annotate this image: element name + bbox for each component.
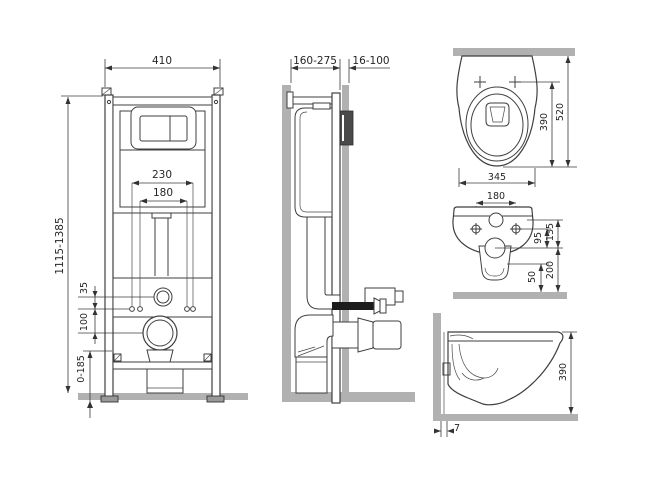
wall: [453, 48, 575, 56]
drain-elbow-side: [294, 314, 334, 358]
dim-label-wall: 16-100: [352, 55, 389, 67]
dim-35-100: 35 100: [78, 282, 154, 344]
mount-detail: [442, 362, 451, 376]
drain-outlet-circle: [142, 315, 178, 351]
dim-label-230: 230: [152, 169, 172, 181]
dim-height-range: 1115-1385: [54, 95, 103, 393]
flush-plate: [130, 106, 197, 150]
drain-connector-pipe: [331, 321, 359, 349]
drain-connector-sleeve: [372, 320, 402, 350]
cistern-side: [294, 107, 333, 218]
dim-label-bowl-depth: 390: [539, 113, 550, 131]
foot-plate-right: [206, 395, 225, 403]
lower-housing-side: [295, 356, 328, 394]
frame-rail-right: [211, 94, 221, 399]
mounting-holes: [470, 223, 522, 235]
rear-wall: [282, 85, 291, 402]
fixing-cap: [394, 290, 404, 303]
threaded-rods: [131, 183, 194, 306]
dim-bowl-390: 390: [521, 81, 560, 167]
mounting-bolt-crosses: [474, 76, 521, 88]
lower-crossbar: [112, 361, 213, 370]
dim-rod-inner-180: 180: [140, 187, 187, 204]
profile-view: 390 7: [433, 313, 578, 437]
frame-rail-left: [104, 94, 114, 399]
flush-pipe: [154, 218, 169, 276]
rear-dim-lines: 95 135 200 50: [495, 219, 563, 292]
dim-label-bolt-spacing: 180: [487, 191, 505, 202]
dim-label-95: 95: [533, 232, 544, 244]
installation-frame: [100, 87, 225, 403]
rod-washer: [373, 297, 381, 315]
rail-hole-left: [106, 99, 112, 105]
dim-label-100: 100: [79, 313, 90, 331]
wall-anchor: [286, 91, 294, 109]
dim-label-180: 180: [153, 187, 173, 199]
dim-width-410: 410: [104, 55, 221, 87]
top-view: 390 520 345: [453, 48, 577, 187]
dim-rod-outer-230: 230: [132, 169, 193, 186]
flush-pipe-cap: [151, 212, 172, 219]
frame-profile: [331, 92, 341, 404]
dim-label-35: 35: [79, 282, 90, 294]
rear-view: 180 95 135 200: [452, 191, 567, 299]
dim-label-depth: 160-275: [293, 55, 337, 67]
dim-height-390: 390: [558, 331, 577, 414]
floor: [433, 414, 578, 421]
flush-plate-buttons: [139, 115, 188, 142]
front-wall-layer: [342, 85, 349, 400]
dim-label-135: 135: [545, 223, 556, 241]
dim-label-width: 345: [488, 172, 506, 183]
front-view: 410 1115-1385: [54, 55, 248, 418]
threaded-rod-side: [332, 302, 374, 310]
flush-opening: [485, 102, 510, 127]
drain-elbow-housing: [146, 368, 184, 394]
bowl-rim: [465, 86, 529, 162]
dim-label-depth-total: 520: [555, 103, 566, 121]
inlet-hole: [488, 212, 504, 228]
dim-feet-range: 0-185: [76, 350, 112, 418]
dim-label-feet: 0-185: [76, 355, 87, 383]
dim-label-width: 410: [152, 55, 172, 67]
dim-label-50: 50: [527, 271, 538, 283]
rail-hole-right: [213, 99, 219, 105]
bowl-profile-outline: [447, 331, 564, 406]
bowl-inner: [470, 93, 524, 157]
frame-side: [286, 91, 404, 404]
flush-pipe-side: [306, 216, 341, 310]
top-crossbar: [112, 96, 213, 106]
floor: [78, 393, 248, 400]
rod-nut: [379, 298, 387, 314]
dim-label-gap: 7: [454, 423, 460, 434]
drain-connector-cone: [357, 317, 374, 353]
bowl-interior-lines: [449, 334, 499, 381]
dim-label-height: 1115-1385: [54, 217, 66, 274]
dim-depth-range: 160-275 16-100: [290, 55, 390, 90]
dim-label-height: 390: [558, 363, 569, 381]
dim-width-345: 345: [458, 168, 536, 187]
flush-plate-side: [339, 110, 354, 146]
foot-plate-left: [100, 395, 119, 403]
dim-depth-520: 520: [503, 56, 577, 168]
drain-neck: [146, 349, 174, 363]
floor: [453, 292, 567, 299]
toilet-bowl-outline: [456, 55, 538, 167]
side-view: 160-275 16-100: [282, 55, 415, 404]
cistern-cap: [312, 102, 331, 110]
dim-label-200: 200: [545, 261, 556, 279]
dim-gap-7: 7: [434, 421, 460, 437]
wall: [433, 313, 441, 414]
